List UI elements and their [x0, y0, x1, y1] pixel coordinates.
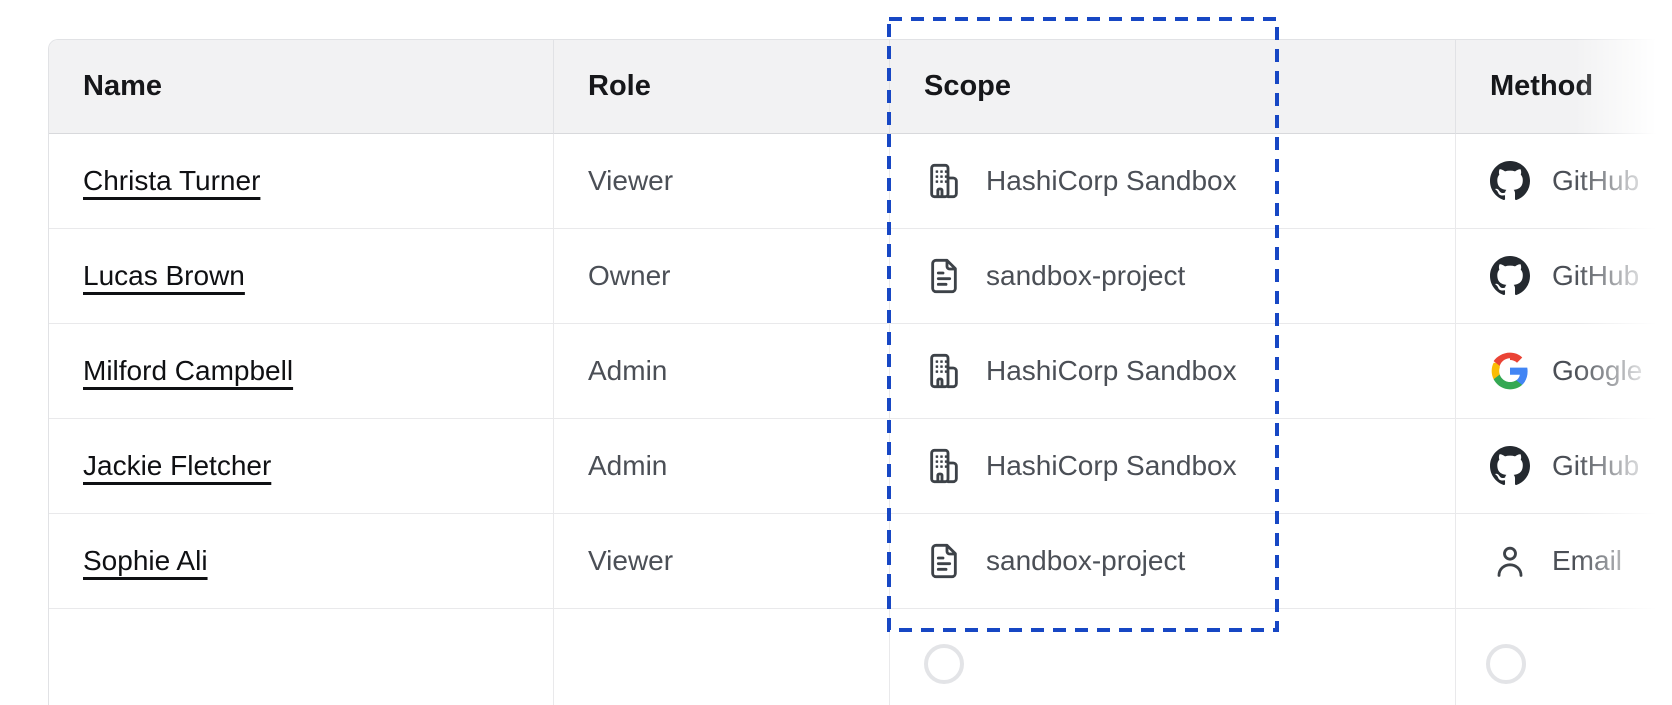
method-cell: GitHub — [1456, 229, 1672, 324]
method-text: GitHub — [1552, 450, 1640, 481]
organization-icon — [930, 448, 958, 484]
scope-cell: HashiCorp Sandbox — [890, 134, 1456, 229]
table-row: Jackie Fletcher Admin HashiCorp Sandbox … — [49, 419, 1672, 514]
scope-text: HashiCorp Sandbox — [986, 355, 1237, 386]
user-name-link[interactable]: Sophie Ali — [83, 545, 208, 576]
organization-icon — [930, 353, 958, 389]
column-header-role: Role — [554, 40, 890, 134]
scope-text: sandbox-project — [986, 260, 1186, 291]
scope-cell — [890, 609, 1456, 705]
role-text: Owner — [588, 260, 671, 291]
github-icon — [1490, 446, 1530, 486]
github-icon — [1490, 161, 1530, 201]
method-text: GitHub — [1552, 165, 1640, 196]
role-cell — [554, 609, 890, 705]
table-row: Christa Turner Viewer HashiCorp Sandbox … — [49, 134, 1672, 229]
clipped-scope-icon — [924, 644, 964, 684]
column-header-method: Method — [1456, 40, 1672, 134]
role-text: Admin — [588, 450, 668, 481]
project-icon — [931, 258, 957, 294]
method-text: Email — [1552, 545, 1623, 576]
role-cell: Owner — [554, 229, 890, 324]
scope-cell: HashiCorp Sandbox — [890, 324, 1456, 419]
table-header-row: Name Role Scope Method — [49, 40, 1672, 134]
table-body: Christa Turner Viewer HashiCorp Sandbox … — [49, 134, 1672, 705]
name-cell — [49, 609, 554, 705]
role-text: Viewer — [588, 165, 674, 196]
user-name-link[interactable]: Lucas Brown — [83, 260, 245, 291]
google-icon — [1491, 352, 1528, 390]
user-name-link[interactable]: Milford Campbell — [83, 355, 294, 386]
column-header-scope: Scope — [890, 40, 1456, 134]
scope-text: HashiCorp Sandbox — [986, 450, 1237, 481]
role-text: Admin — [588, 355, 668, 386]
name-cell: Jackie Fletcher — [49, 419, 554, 514]
name-cell: Christa Turner — [49, 134, 554, 229]
method-cell: Email — [1456, 514, 1672, 609]
github-icon — [1490, 256, 1530, 296]
user-name-link[interactable]: Jackie Fletcher — [83, 450, 272, 481]
role-text: Viewer — [588, 545, 674, 576]
organization-icon — [930, 163, 958, 199]
scope-text: HashiCorp Sandbox — [986, 165, 1237, 196]
role-cell: Admin — [554, 324, 890, 419]
table-row: Sophie Ali Viewer sandbox-project Email — [49, 514, 1672, 609]
project-icon — [931, 543, 957, 579]
method-text: GitHub — [1552, 260, 1640, 291]
scope-text: sandbox-project — [986, 545, 1186, 576]
table-row: Lucas Brown Owner sandbox-project GitHub — [49, 229, 1672, 324]
role-cell: Viewer — [554, 514, 890, 609]
method-cell: Google — [1456, 324, 1672, 419]
table-row: Milford Campbell Admin HashiCorp Sandbox… — [49, 324, 1672, 419]
name-cell: Milford Campbell — [49, 324, 554, 419]
scope-cell: sandbox-project — [890, 229, 1456, 324]
users-table-page: { "table": { "columns": [ { "id": "name"… — [48, 0, 1672, 705]
column-header-name: Name — [49, 40, 554, 134]
name-cell: Sophie Ali — [49, 514, 554, 609]
method-cell: GitHub — [1456, 419, 1672, 514]
scope-cell: sandbox-project — [890, 514, 1456, 609]
users-table: Name Role Scope Method Christa Turner Vi… — [48, 39, 1672, 705]
user-name-link[interactable]: Christa Turner — [83, 165, 261, 196]
scope-cell: HashiCorp Sandbox — [890, 419, 1456, 514]
role-cell: Admin — [554, 419, 890, 514]
table-row-clipped — [49, 609, 1672, 705]
role-cell: Viewer — [554, 134, 890, 229]
email-icon — [1497, 546, 1523, 577]
method-text: Google — [1552, 355, 1643, 386]
method-cell: GitHub — [1456, 134, 1672, 229]
clipped-method-icon — [1486, 644, 1526, 684]
name-cell: Lucas Brown — [49, 229, 554, 324]
